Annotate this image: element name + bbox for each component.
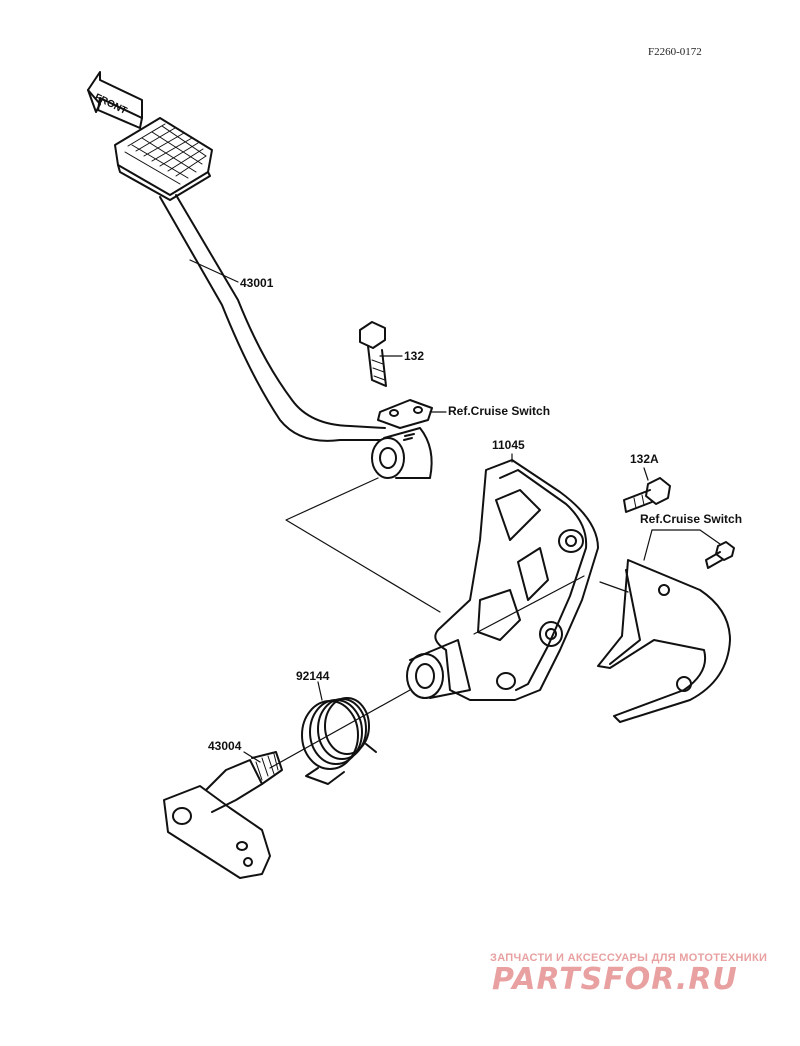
leader-lines (189, 259, 721, 769)
label-ref-cruise-switch-right: Ref.Cruise Switch (640, 512, 743, 526)
bracket-part (406, 459, 599, 701)
cruise-plate-part (377, 399, 433, 429)
spring-part (301, 697, 377, 785)
label-11045: 11045 (492, 438, 525, 452)
label-43001: 43001 (240, 276, 274, 290)
diagram-code: F2260-0172 (648, 46, 702, 58)
bolt-132a-part (623, 477, 671, 513)
cruise-cover-part (597, 541, 735, 723)
pivot-shaft-part (163, 751, 283, 879)
label-132a: 132A (630, 452, 659, 466)
front-arrow-icon (87, 71, 143, 129)
watermark-logo: PARTSFOR.RU (492, 962, 738, 997)
bolt-132-part (359, 321, 387, 387)
label-92144: 92144 (296, 669, 330, 683)
label-ref-cruise-switch-top: Ref.Cruise Switch (448, 404, 551, 418)
label-132: 132 (404, 349, 425, 363)
watermark-tagline: ЗАПЧАСТИ И АКСЕССУАРЫ ДЛЯ МОТОТЕХНИКИ (490, 952, 768, 964)
label-43004: 43004 (208, 739, 242, 753)
brake-pedal-part (114, 117, 433, 479)
